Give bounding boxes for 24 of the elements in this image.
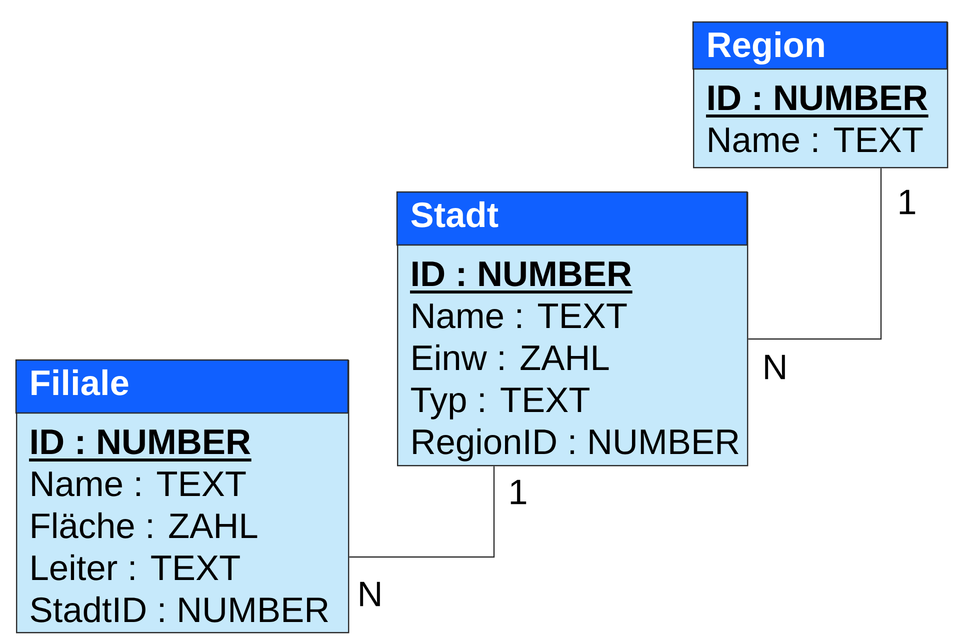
entity-table: [396, 191, 748, 466]
table-header: Stadt: [396, 191, 748, 246]
attribute-text: Einw : ZAHL: [413, 344, 609, 370]
cardinality-label: N: [360, 582, 380, 606]
attribute-text: Leiter : TEXT: [32, 554, 240, 580]
attribute-text: RegionID : NUMBER: [413, 428, 738, 462]
attribute-text: Typ : TEXT: [411, 388, 590, 420]
relationship-line: [748, 168, 882, 340]
table-header: Region: [692, 21, 948, 70]
primary-key-attribute: ID : NUMBER: [29, 430, 252, 462]
relationship-line: [349, 466, 495, 558]
attribute-text: Fläche : ZAHL: [32, 512, 258, 538]
primary-key-attribute: ID : NUMBER: [706, 86, 928, 118]
table-header: Filiale: [15, 359, 349, 414]
cardinality-label: 1: [510, 480, 526, 504]
attribute-text: StadtID : NUMBER: [30, 596, 328, 622]
primary-key-attribute: ID : NUMBER: [410, 262, 632, 294]
entity-table: [692, 21, 948, 168]
attribute-text: Name : TEXT: [32, 472, 246, 496]
cardinality-label: N: [765, 354, 785, 380]
attribute-text: Name : TEXT: [413, 304, 627, 328]
attribute-text: Name : TEXT: [709, 128, 923, 152]
entity-table: [15, 359, 350, 634]
cardinality-label: 1: [900, 190, 916, 214]
